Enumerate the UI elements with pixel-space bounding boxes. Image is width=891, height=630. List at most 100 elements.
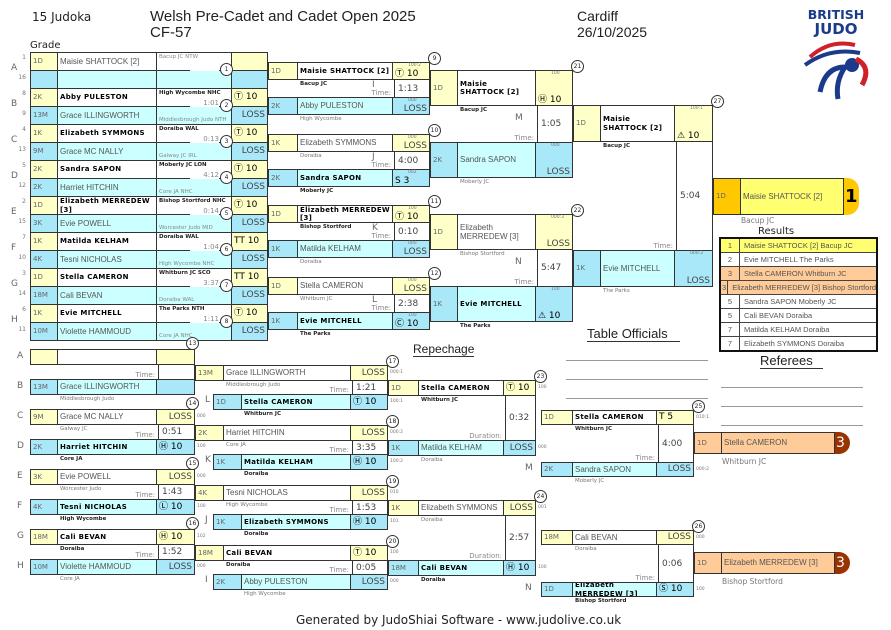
grade-cell: 13M	[31, 380, 58, 394]
score-cell: LOSS	[393, 98, 429, 114]
pool-time: 1:11	[190, 315, 219, 323]
grade-cell: 13M	[196, 366, 224, 380]
club-name: Whitburn JC	[722, 457, 767, 466]
match-time: 2:57	[505, 516, 536, 560]
name-cell: Maisie SHATTOCK [2]	[298, 63, 393, 79]
score-cell: LOSS	[351, 575, 387, 589]
logo-text-british: BRITISH	[807, 7, 865, 22]
club-name: Bishop Stortford	[722, 577, 783, 586]
score-cell: LOSS	[232, 287, 267, 304]
name-cell: Evie MITCHELL	[601, 251, 675, 286]
grade-label: Grade	[30, 40, 61, 51]
match-number: 14	[186, 397, 199, 410]
judoka-emblem-icon	[803, 41, 869, 100]
score-cell: Ⓗ 10	[536, 71, 572, 105]
grade-cell: 1D	[695, 553, 722, 573]
match-number: 15	[186, 457, 199, 470]
score-code: 000:2	[696, 466, 709, 472]
match-number: 13	[186, 337, 199, 350]
repechage-title: Repechage	[413, 342, 475, 357]
grade-cell: 1D	[542, 411, 573, 424]
match-letter: K	[372, 223, 378, 233]
competitor-row[interactable]	[30, 349, 195, 365]
pool-letter: E	[17, 471, 23, 481]
score-cell: Ⓣ 10	[351, 395, 387, 409]
pool-letter: E	[11, 207, 17, 217]
time-label: Time:	[135, 371, 156, 379]
score-cell: Ⓗ 10	[157, 530, 194, 544]
score-cell: LOSS	[657, 463, 693, 476]
score-code: 100	[551, 71, 560, 76]
score-code: 100:1	[390, 399, 403, 404]
time-label: Time:	[514, 278, 535, 286]
result-place: 3	[721, 281, 729, 294]
seed-number: 2	[22, 198, 26, 205]
match-number: 20	[386, 535, 399, 548]
grade-cell: 1K	[389, 441, 419, 455]
match-time: 0:06	[658, 545, 694, 582]
competitor-row[interactable]	[30, 70, 268, 89]
seed-number: 10	[18, 254, 26, 261]
match-number: 2	[220, 99, 233, 112]
club-name: The Parks	[460, 323, 491, 329]
name-cell: Elizabeth MERREDEW [3]	[58, 197, 157, 214]
pool-time: 3:37	[190, 279, 219, 287]
score-code: 010	[390, 490, 399, 495]
seed-number: 12	[18, 182, 26, 189]
seed-number: 8	[22, 90, 26, 97]
score-cell: Ⓣ 10	[351, 546, 387, 560]
score-cell: LOSS	[351, 486, 387, 500]
score-cell: LOSS	[232, 179, 267, 196]
club-cell: Worcester Judo MID	[157, 215, 232, 232]
